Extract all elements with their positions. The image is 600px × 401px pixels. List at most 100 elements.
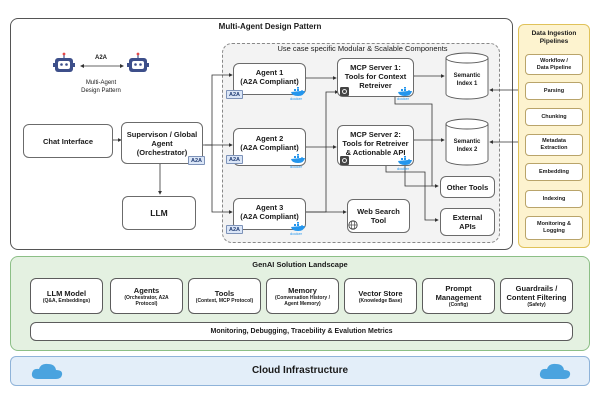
semantic-index-1-cylinder-icon [445,52,489,100]
monitoring-label: Monitoring, Debugging, Tracebility & Eva… [210,328,393,335]
robot-left-icon [53,52,75,72]
genai-item-0-title: LLM Model [46,288,87,298]
genai-item-2-sub1: (Context, MCP Protocol) [195,297,254,304]
ingestion-step-indexing[interactable]: Indexing [525,190,583,208]
genai-item-1-sub1: (Orchestrator, A2A [124,294,169,301]
web-search-line2: Tool [370,216,387,225]
mcp-2-line3: & Actionable API [345,148,406,157]
genai-item-1-title: Agents [133,285,160,295]
agent-1-docker-icon [291,87,305,96]
genai-item-memory[interactable]: Memory (Conversation History / Agent Mem… [266,278,339,314]
mcp-1-gear-icon [340,87,349,96]
mcp-2-docker-label: docker [397,166,410,171]
genai-item-vector-store[interactable]: Vector Store (Knowledge Base) [344,278,417,314]
ingestion-step-4-l1: Embedding [539,168,569,175]
ingestion-step-0-l2: Data Pipeline [536,64,572,71]
ingestion-title-line2: Pipelines [539,38,569,45]
globe-icon [348,220,358,230]
semantic-index-1-line1: Semantic [453,73,481,79]
agent-3-docker-label: docker [290,231,303,236]
robots-caption: Multi-Agent Design Pattern [66,80,136,95]
semantic-index-1-line2: Index 1 [456,81,478,87]
web-search-tool-box[interactable]: Web Search Tool [347,199,410,233]
ingestion-step-workflow[interactable]: Workflow / Data Pipeline [525,54,583,75]
external-apis-box[interactable]: External APIs [440,208,495,236]
cloud-left-icon [31,363,63,379]
chat-interface-label: Chat Interface [42,136,93,146]
semantic-index-2-label: Semantic Index 2 [444,138,490,154]
llm-box[interactable]: LLM [122,196,196,230]
ingestion-step-2-l1: Chunking [541,113,567,120]
monitoring-bar[interactable]: Monitoring, Debugging, Tracebility & Eva… [30,322,573,341]
agent-3-a2a-tag: A2A [226,225,244,234]
other-tools-box[interactable]: Other Tools [440,176,495,198]
genai-item-5-title: Prompt [445,284,472,293]
genai-item-4-sub1: (Knowledge Base) [358,297,403,304]
mcp-1-line1: MCP Server 1: [350,63,401,72]
agent-3-name: Agent 3 [255,203,284,212]
mcp-1-docker-icon [398,87,412,96]
genai-item-3-sub2: Agent Memory) [284,300,321,307]
genai-item-6-title: Guardrails / [515,284,558,293]
genai-item-llm-model[interactable]: LLM Model (Q&A, Embeddings) [30,278,103,314]
agent-2-name: Agent 2 [255,134,284,143]
mcp-1-line3: Retreiver [359,81,392,90]
agent-1-docker-label: docker [290,96,303,101]
supervisor-line1: Supervison / Global [126,129,198,139]
supervisor-line3: (Orchestrator) [136,147,188,157]
genai-item-3-title: Memory [288,285,317,295]
mcp-2-docker-icon [398,156,412,165]
ingestion-title: Data Ingestion Pipelines [518,30,590,46]
ingestion-step-5-l1: Indexing [542,195,566,202]
ingestion-step-chunking[interactable]: Chunking [525,108,583,126]
usecase-title: Use case specific Modular & Scalable Com… [277,44,448,53]
agent-3-box[interactable]: Agent 3 (A2A Compliant) [233,198,306,230]
genai-item-guardrails[interactable]: Guardrails / Content Filtering (Safety) [500,278,573,314]
genai-item-1-sub2: Protocol) [135,300,158,307]
mcp-1-line2: Tools for Context [344,72,407,81]
supervisor-line2: Agent [151,138,173,148]
ingestion-step-0-l1: Workflow / [540,57,568,64]
supervisor-a2a-tag: A2A [188,156,206,165]
robots-link-label: A2A [94,55,107,61]
agent-2-docker-label: docker [290,164,303,169]
robots-caption-line1: Multi-Agent [85,80,117,86]
genai-item-5-sub1: (Config) [448,302,469,308]
external-apis-line1: External [452,213,483,222]
agent-1-a2a-tag: A2A [226,90,244,99]
llm-label: LLM [150,207,168,218]
robots-link-arrow [80,64,124,68]
robots-caption-line2: Design Pattern [81,87,121,94]
ingestion-step-3-l2: Extraction [540,145,568,151]
ingestion-title-line1: Data Ingestion [531,30,577,37]
genai-item-5-title2: Management [435,293,482,302]
genai-item-2-title: Tools [214,288,235,298]
genai-item-agents[interactable]: Agents (Orchestrator, A2A Protocol) [110,278,183,314]
ingestion-step-3-l1: Metadata [542,138,566,144]
mcp-2-line2: Tools for Retreiver [342,139,409,148]
genai-item-6-title2: Content Filtering [506,293,567,302]
ingestion-step-parsing[interactable]: Parsing [525,82,583,100]
agent-1-box[interactable]: Agent 1 (A2A Compliant) [233,63,306,95]
genai-item-prompt-management[interactable]: Prompt Management (Config) [422,278,495,314]
web-search-line1: Web Search [357,207,400,216]
semantic-index-2-line1: Semantic [453,139,481,145]
mcp-1-docker-label: docker [397,96,410,101]
chat-interface-box[interactable]: Chat Interface [23,124,113,158]
agent-1-name: Agent 1 [255,68,284,77]
other-tools-label: Other Tools [446,182,489,192]
agent-3-sub: (A2A Compliant) [240,212,299,221]
cloud-infrastructure-title: Cloud Infrastructure [251,365,349,376]
genai-item-tools[interactable]: Tools (Context, MCP Protocol) [188,278,261,314]
robot-right-icon [127,52,149,72]
ingestion-step-metadata[interactable]: Metadata Extraction [525,134,583,156]
ingestion-step-embedding[interactable]: Embedding [525,163,583,181]
external-apis-line2: APIs [459,222,476,231]
cloud-right-icon [539,363,571,379]
ingestion-step-monitoring[interactable]: Monitoring & Logging [525,216,583,240]
genai-item-4-title: Vector Store [358,288,403,298]
agent-2-box[interactable]: Agent 2 (A2A Compliant) [233,128,306,166]
genai-item-6-sub1: (Safety) [527,302,546,308]
semantic-index-1-label: Semantic Index 1 [444,72,490,88]
